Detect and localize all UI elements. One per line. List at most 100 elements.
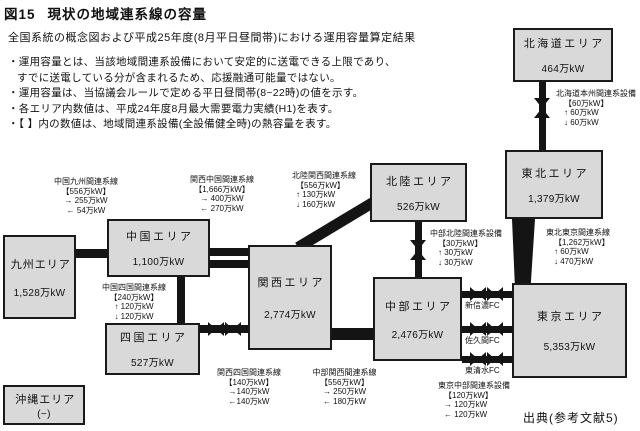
link-thermal: 【556万kW】 [61,186,111,196]
link-label-chugoku-shikoku: 中国四国間連系線 【240万kW】 ↑ 120万kW ↓ 120万kW [89,283,179,321]
area-name: 東京エリア [537,311,605,323]
link-name: 北陸関西間連系線 [292,171,356,180]
link-thermal: 【140万kW】 [224,377,274,387]
valve-icon [470,322,486,336]
link-thermal: 【556万kW】 [296,180,345,190]
link-rev: ↓ 160万kW [296,199,336,209]
area-name: 北海道エリア [523,38,605,50]
link-name: 中国九州間連系線 [54,177,118,186]
area-name: 東北エリア [521,167,589,180]
area-name: 中国エリア [126,231,194,243]
valve-icon [487,322,503,336]
area-box-okinawa: 沖縄エリア (−) [3,385,85,425]
note-line: ・運用容量は、当協議会ルールで定める平日昼間帯(8~22時)の値を示す。 [8,87,364,99]
figure-number: 図15 [4,7,36,22]
area-box-tohoku: 東北エリア 1,379万kW [505,150,603,219]
area-name: 四国エリア [120,332,188,344]
area-box-tokyo: 東京エリア 5,353万kW [512,283,627,378]
line-chugoku-kansai-lower [210,260,248,268]
link-thermal: 【1,262万kW】 [554,237,610,247]
line-kansai-shikoku [200,325,248,333]
fc-label-higashi-shimizu: 東清水FC [465,366,500,375]
valve-icon [470,352,486,366]
line-kyushu-chugoku [76,249,107,258]
link-rev: ↓ 120万kW [114,311,154,321]
area-demand: 1,100万kW [132,257,185,268]
area-name: 中部エリア [385,300,453,313]
area-box-shikoku: 四国エリア 527万kW [105,323,200,375]
link-label-chubu-hokuriku: 中部北陸間連系設備 【30万kW】 ↑ 30万kW ↓ 30万kW [430,229,530,267]
link-name: 関西四国間連系線 [217,368,281,377]
area-box-chubu: 中部エリア 2,476万kW [373,277,462,361]
area-demand: 2,476万kW [391,329,444,341]
line-tohoku-tokyo [512,219,535,283]
link-rev: ← 54万kW [66,205,106,215]
link-rev: ↓ 470万kW [554,256,594,266]
link-rev: ← 120万kW [444,409,488,419]
line-chugoku-shikoku [177,277,185,323]
area-demand: 5,353万kW [543,342,596,353]
link-name: 中国四国間連系線 [102,283,166,292]
link-name: 北海道本州間連系設備 [556,89,636,98]
valve-icon [470,287,486,301]
link-fwd: ↑ 30万kW [438,248,473,257]
link-thermal: 【60万kW】 [564,98,609,108]
link-thermal: 【1,666万kW】 [194,184,250,194]
fc-label-sakuma: 佐久間FC [465,336,500,345]
note-line: すでに送電している分が含まれるため、応援融通可能量ではない。 [17,71,341,84]
link-fwd: → 400万kW [200,194,244,203]
area-demand: 527万kW [131,358,174,369]
figure-title: 図15 現状の地域連系線の容量 [4,3,207,23]
link-label-kansai-shikoku: 関西四国間連系線 【140万kW】 →140万kW ←140万kW [204,368,294,406]
valve-icon [487,287,503,301]
link-rev: ← 180万kW [322,396,367,406]
note-line: ・各エリア内数値は、平成24年度8月最大需要電力実績(H1)を表す。 [8,102,339,115]
area-name: 九州エリア [10,258,71,271]
figure-notes: ・運用容量とは、当該地域間連系設備において安定的に送電できる上限であり、 すでに… [8,55,396,133]
area-demand: (−) [37,408,51,420]
link-name: 東京中部間連系設備 [438,381,510,390]
area-demand: 526万kW [397,201,440,213]
link-name: 中部関西間連系線 [312,368,377,377]
link-fwd: →140万kW [228,387,270,396]
figure-title-text: 現状の地域連系線の容量 [47,7,208,22]
note-line: ・運用容量とは、当該地域間連系設備において安定的に送電できる上限であり、 [8,56,396,68]
area-box-chugoku: 中国エリア 1,100万kW [107,219,210,277]
link-rev: ↓ 30万kW [438,257,473,267]
area-box-hokkaido: 北海道エリア 464万kW [513,28,613,82]
link-thermal: 【556万kW】 [320,377,369,387]
area-demand: 1,528万kW [13,287,66,299]
link-fwd: ↑ 130万kW [296,190,336,199]
link-fwd: → 255万kW [64,196,108,205]
line-kansai-chubu [332,328,373,340]
link-thermal: 【30万kW】 [438,238,483,248]
link-label-tohoku-tokyo: 東北東京間連系線 【1,262万kW】 ↑ 60万kW ↓ 470万kW [546,228,638,266]
link-label-hokuriku-kansai: 北陸関西間連系線 【556万kW】 ↑ 130万kW ↓ 160万kW [292,171,364,209]
fc-label-shin-shinano: 新信濃FC [465,301,500,310]
area-name: 沖縄エリア [15,393,76,406]
link-fwd: ↑ 120万kW [114,302,154,311]
link-label-chubu-kansai: 中部関西間連系線 【556万kW】 → 250万kW ← 180万kW [297,368,392,406]
area-name: 北陸エリア [386,175,454,188]
link-label-kansai-chugoku: 関西中国間連系線 【1,666万kW】 → 400万kW ← 270万kW [172,175,272,213]
valve-icon [225,322,241,336]
valve-icon [410,240,426,260]
area-demand: 2,774万kW [264,310,316,321]
area-box-kansai: 関西エリア 2,774万kW [248,245,332,350]
area-box-kyushu: 九州エリア 1,528万kW [3,235,76,319]
area-demand: 464万kW [541,64,585,75]
figure-subtitle: 全国系統の概念図および平成25年度(8月平日昼間帯)における運用容量算定結果 [8,32,416,44]
link-fwd: ↑ 60万kW [554,247,589,256]
link-label-kyushu-chugoku: 中国九州間連系線 【556万kW】 → 255万kW ← 54万kW [36,177,136,215]
link-name: 中部北陸間連系設備 [430,229,502,238]
area-box-hokuriku: 北陸エリア 526万kW [370,163,467,222]
link-rev: ← 270万kW [200,203,244,213]
link-label-hokkaido-honshu: 北海道本州間連系設備 【60万kW】 ↑ 60万kW ↓ 60万kW [556,89,640,127]
link-thermal: 【120万kW】 [444,390,493,400]
valve-icon [534,98,550,118]
link-fwd: → 120万kW [444,400,488,409]
link-name: 関西中国間連系線 [190,175,254,184]
area-name: 関西エリア [257,277,325,289]
source-citation: 出典(参考文献5) [523,411,619,425]
